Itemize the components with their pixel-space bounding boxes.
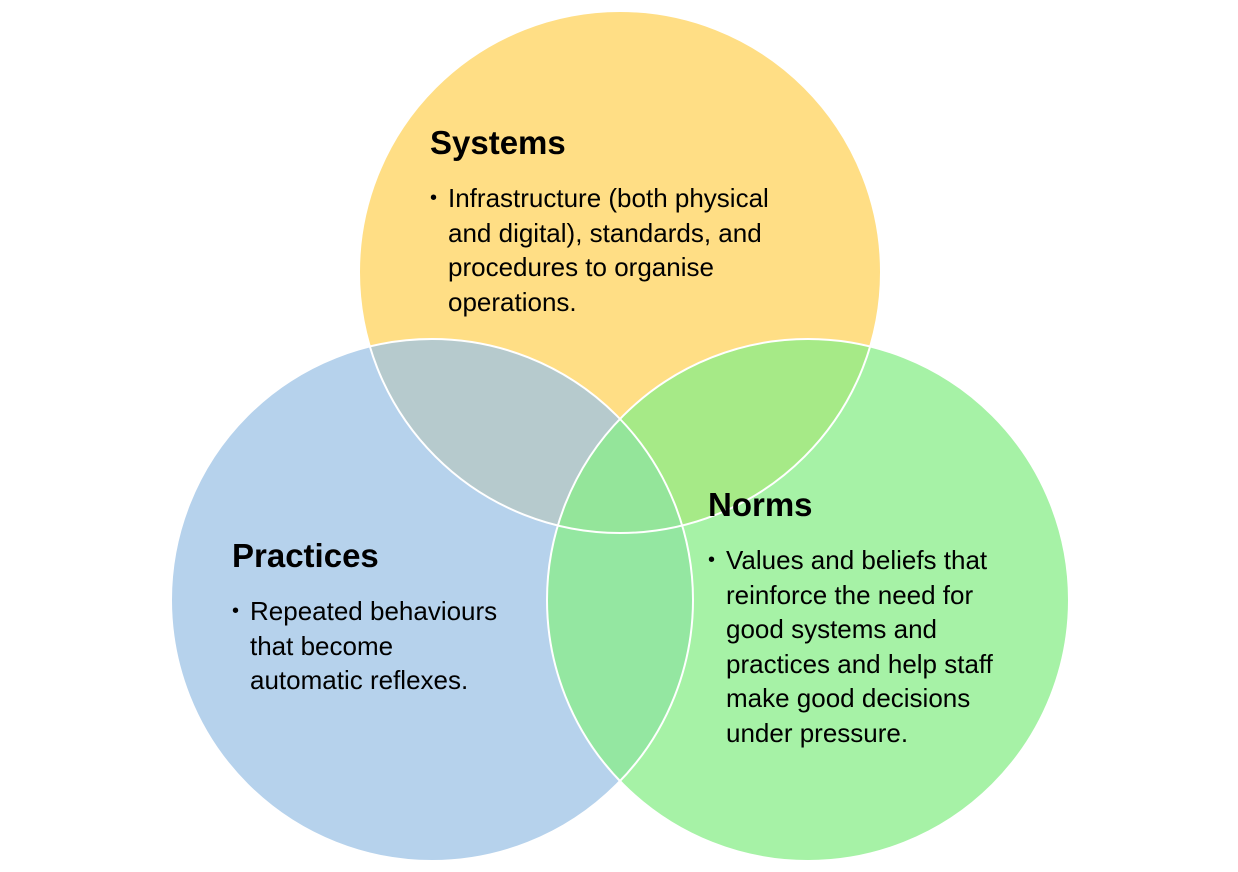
norms-label: Norms • Values and beliefs that reinforc… [708,485,1048,750]
bullet-icon: • [708,549,716,571]
practices-outline [170,338,694,862]
bullet-icon: • [232,600,240,622]
systems-bullet: • Infrastructure (both physical and digi… [430,181,850,319]
practices-title: Practices [232,537,379,574]
systems-title: Systems [430,124,566,161]
systems-description: Infrastructure (both physical and digita… [448,183,769,317]
practices-circle [171,339,693,861]
norms-circle [547,339,1069,861]
norms-outline [546,338,1070,862]
practices-bullet: • Repeated behaviours that become automa… [232,594,562,698]
systems-outline [358,10,882,534]
practices-label: Practices • Repeated behaviours that bec… [232,536,562,698]
norms-bullet: • Values and beliefs that reinforce the … [708,543,1048,750]
norms-description: Values and beliefs that reinforce the ne… [726,545,993,748]
bullet-icon: • [430,187,438,209]
practices-description: Repeated behaviours that become automati… [250,596,498,695]
circle-outlines [170,10,1070,862]
norms-title: Norms [708,486,813,523]
systems-label: Systems • Infrastructure (both physical … [430,123,850,319]
